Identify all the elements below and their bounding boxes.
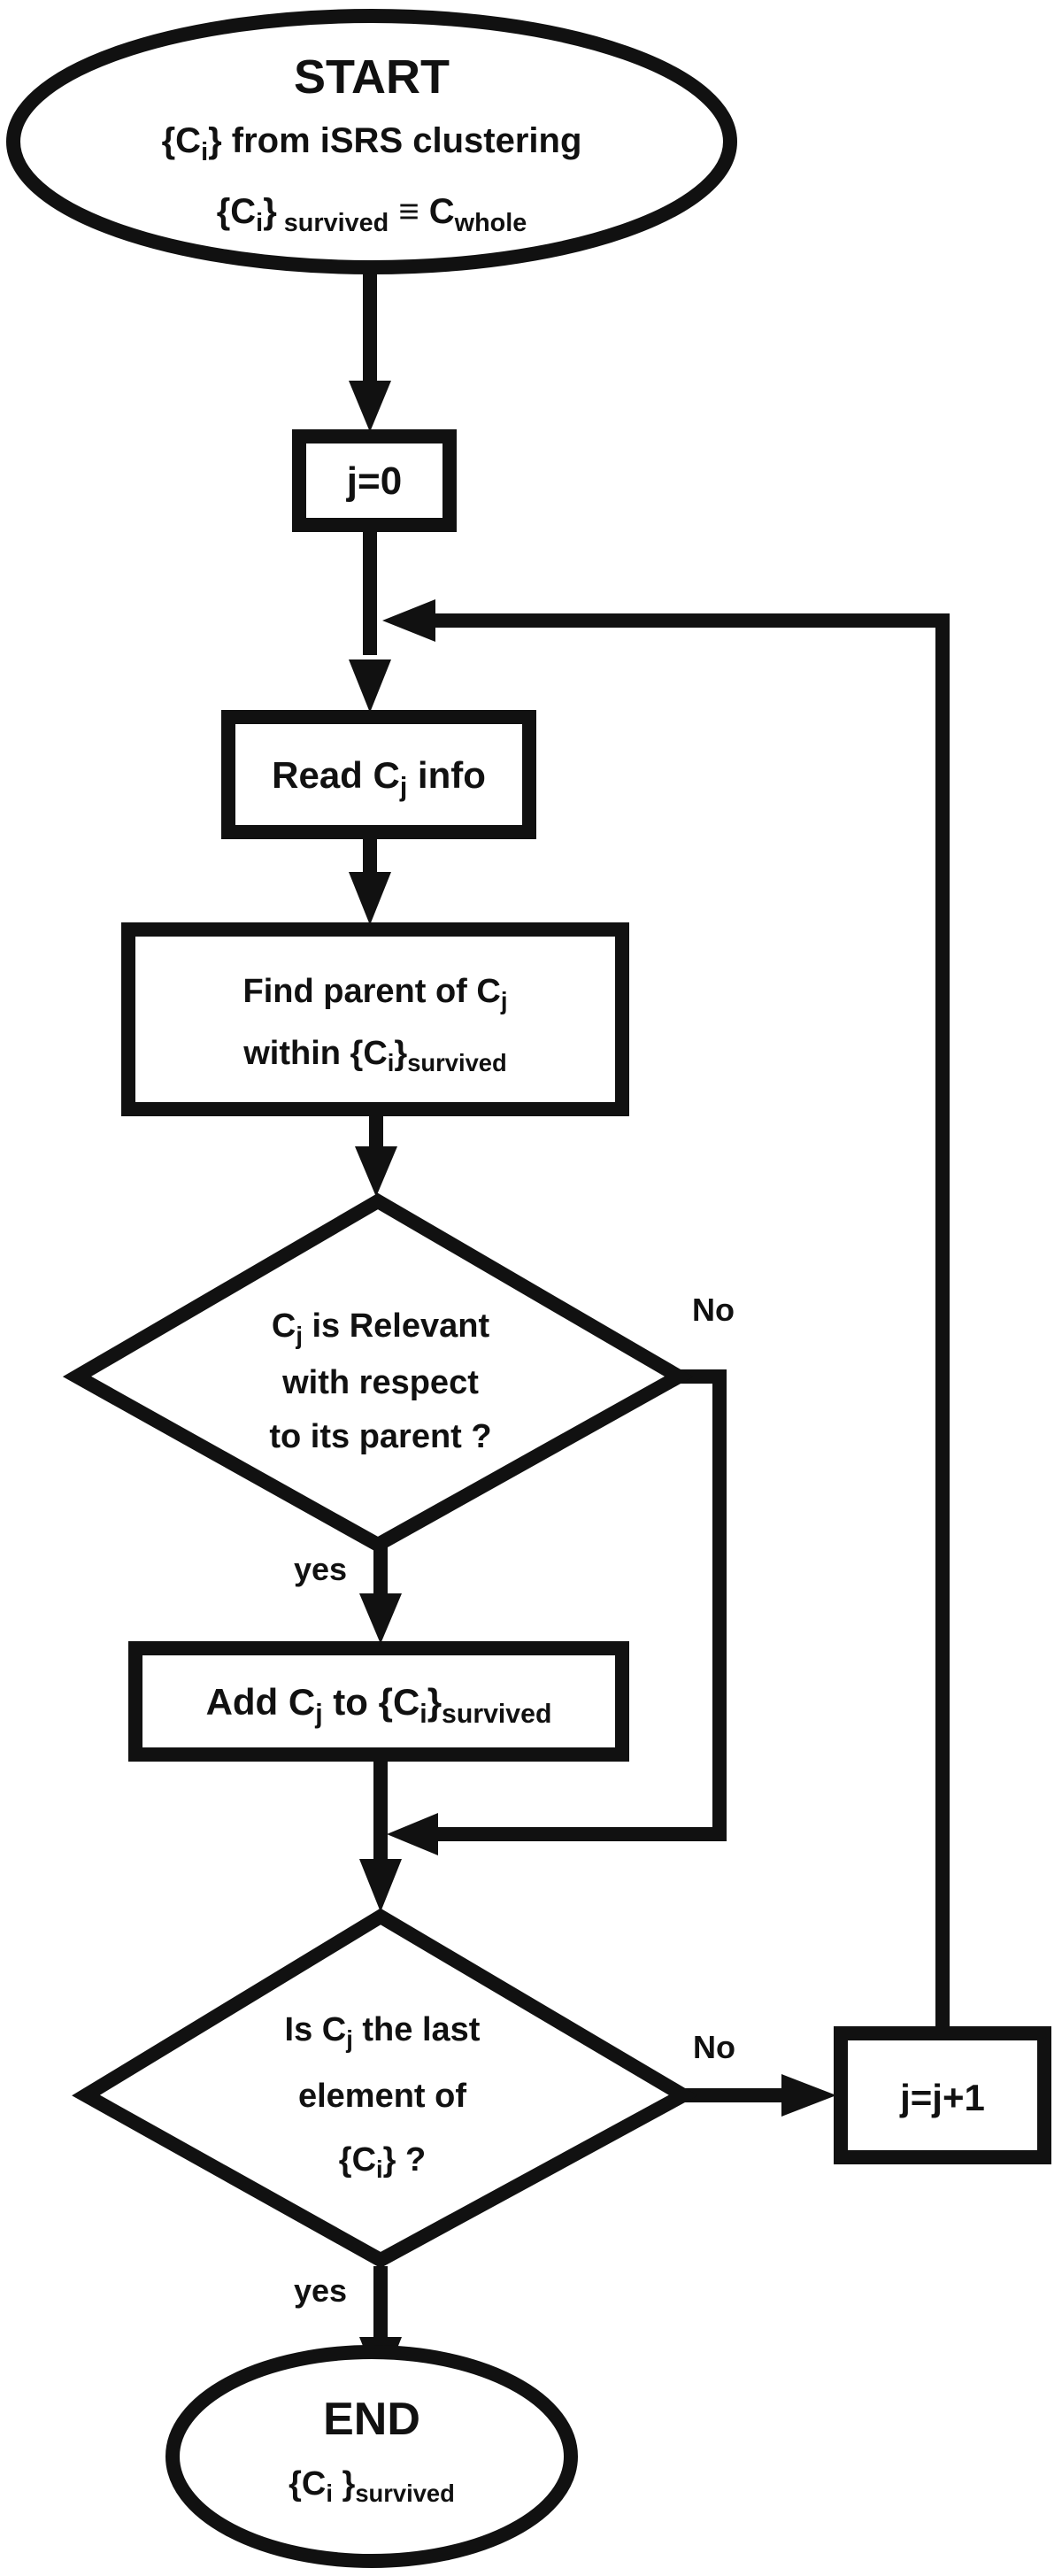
- start-title: START: [294, 50, 450, 104]
- last-line1: Is Cj the last: [285, 2011, 481, 2053]
- end-title: END: [323, 2394, 420, 2445]
- start-ellipse: [6, 9, 737, 274]
- init-box: [292, 429, 457, 532]
- find-node: Find parent of Cj within {Ci}survived: [121, 922, 629, 1116]
- init-node: j=0: [292, 429, 457, 532]
- increment-label: j=j+1: [899, 2077, 985, 2118]
- find-box: [121, 922, 629, 1116]
- arrowhead-to-relevant: [355, 1146, 397, 1197]
- arrowhead-to-increment: [781, 2074, 836, 2117]
- init-label: j=0: [346, 459, 402, 503]
- last-yes-label: yes: [294, 2272, 347, 2309]
- last-diamond: [72, 1908, 698, 2269]
- arrowhead-no-merge: [387, 1813, 438, 1855]
- relevant-line1: Cj is Relevant: [272, 1307, 490, 1349]
- start-node: START {Ci} from iSRS clustering {Ci} sur…: [6, 9, 737, 274]
- read-box: [221, 710, 536, 839]
- last-no-label: No: [693, 2029, 735, 2065]
- relevant-line3: to its parent ?: [269, 1418, 491, 1455]
- arrowhead-to-find: [349, 872, 391, 925]
- arrowhead-to-add: [359, 1593, 402, 1644]
- add-box: [128, 1641, 629, 1762]
- end-line1: {Ci }survived: [289, 2465, 455, 2507]
- connector-relevant-no-path: [434, 1369, 727, 1841]
- relevant-decision: Cj is Relevant with respect to its paren…: [62, 1192, 735, 1587]
- relevant-yes-label: yes: [294, 1551, 347, 1587]
- start-line1: {Ci} from iSRS clustering: [162, 121, 582, 166]
- increment-node: j=j+1: [834, 2026, 1051, 2164]
- relevant-diamond: [62, 1192, 694, 1554]
- start-line2: {Ci} survived ≡ Cwhole: [217, 192, 527, 237]
- arrowheads: [349, 381, 836, 2390]
- last-line2: element of: [298, 2078, 466, 2115]
- find-line2: within {Ci}survived: [242, 1035, 507, 1076]
- read-label: Read Cj info: [272, 754, 486, 802]
- relevant-line2: with respect: [281, 1364, 479, 1401]
- add-node: Add Cj to {Ci}survived: [128, 1641, 629, 1762]
- connector-increment-loop-back: [432, 613, 950, 2027]
- read-node: Read Cj info: [221, 710, 536, 839]
- end-node: END {Ci }survived: [165, 2345, 578, 2568]
- arrowhead-to-last: [359, 1859, 402, 1912]
- arrowhead-to-init: [349, 381, 391, 432]
- connectors: [363, 258, 950, 2346]
- last-line3: {Ci} ?: [339, 2141, 426, 2183]
- end-ellipse: [165, 2345, 578, 2568]
- add-label: Add Cj to {Ci}survived: [206, 1681, 552, 1729]
- arrowhead-to-read: [349, 659, 391, 713]
- find-line1: Find parent of Cj: [243, 973, 508, 1014]
- increment-box: [834, 2026, 1051, 2164]
- arrowhead-loop-back: [382, 599, 435, 642]
- relevant-no-label: No: [692, 1292, 735, 1328]
- last-decision: Is Cj the last element of {Ci} ? No yes: [72, 1908, 735, 2309]
